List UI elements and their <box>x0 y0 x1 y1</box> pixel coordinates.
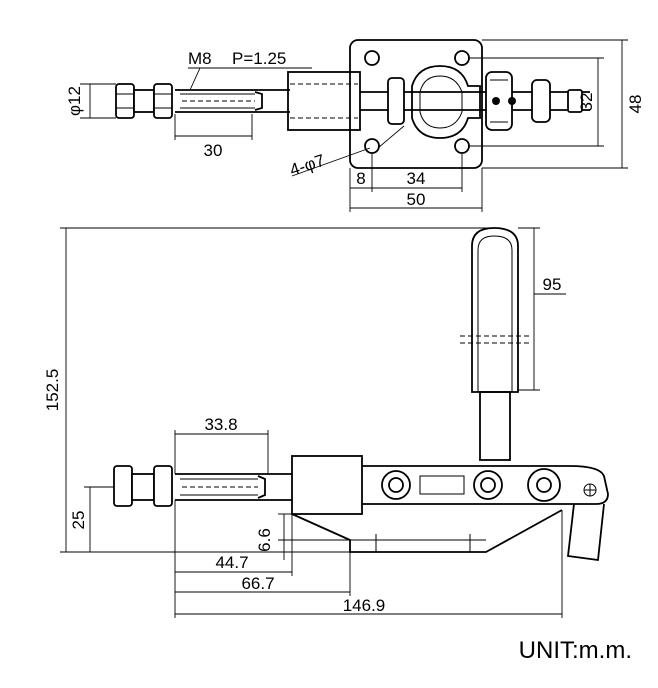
dim-thread-spec: M8 P=1.25 <box>188 49 312 91</box>
dim-bottom-lengths: 44.7 66.7 146.9 <box>174 500 563 618</box>
holes-label: 4-φ7 <box>287 151 327 180</box>
handle-grip <box>471 227 519 393</box>
dim-shaft-dia: φ12 <box>65 83 116 119</box>
dim-shaft-dia-label: φ12 <box>65 86 84 116</box>
handle-len-label: 95 <box>543 275 562 294</box>
stroke-len-label: 33.8 <box>204 415 237 434</box>
total-len-label: 146.9 <box>343 596 386 615</box>
base-height-label: 48 <box>626 95 645 114</box>
total-height-label: 152.5 <box>43 369 62 412</box>
dim-base-bottom: 8 34 50 <box>349 154 483 212</box>
base-left-label: 8 <box>356 169 365 188</box>
dim-holes: 4-φ7 <box>287 125 405 180</box>
base-width-label: 50 <box>407 190 426 209</box>
hole-spacing-label: 34 <box>407 169 426 188</box>
mount-hole <box>364 138 380 154</box>
mount-hole <box>364 50 380 66</box>
top-view: φ12 M8 P=1.25 30 4-φ7 8 34 <box>65 39 645 212</box>
base-plate <box>349 39 483 169</box>
thread-len-top-label: 30 <box>204 141 223 160</box>
len-b-label: 66.7 <box>241 574 274 593</box>
len-a-label: 44.7 <box>215 553 248 572</box>
hole-spacing-v-label: 32 <box>577 93 596 112</box>
mount-hole <box>454 138 470 154</box>
dim-stroke-len: 33.8 <box>174 415 269 474</box>
height-low-label: 25 <box>69 511 88 530</box>
body-block <box>287 71 361 131</box>
dim-handle-len: 95 <box>518 227 566 391</box>
unit-label: UNIT:m.m. <box>519 637 632 664</box>
dim-base-right: 32 48 <box>468 39 645 169</box>
dim-total-height: 152.5 <box>43 227 494 553</box>
dim-height-low: 25 <box>69 486 114 552</box>
handle-arm <box>479 391 511 461</box>
offset-small-label: 6.6 <box>255 528 274 552</box>
dim-thread-len-top: 30 <box>174 114 253 160</box>
mount-hole <box>454 50 470 66</box>
dim-offset-small: 6.6 <box>255 513 350 560</box>
pitch-label: P=1.25 <box>232 49 286 68</box>
side-view: 152.5 25 95 33.8 6.6 <box>43 227 609 618</box>
side-body-block <box>291 455 363 515</box>
thread-spec-label: M8 <box>188 49 212 68</box>
